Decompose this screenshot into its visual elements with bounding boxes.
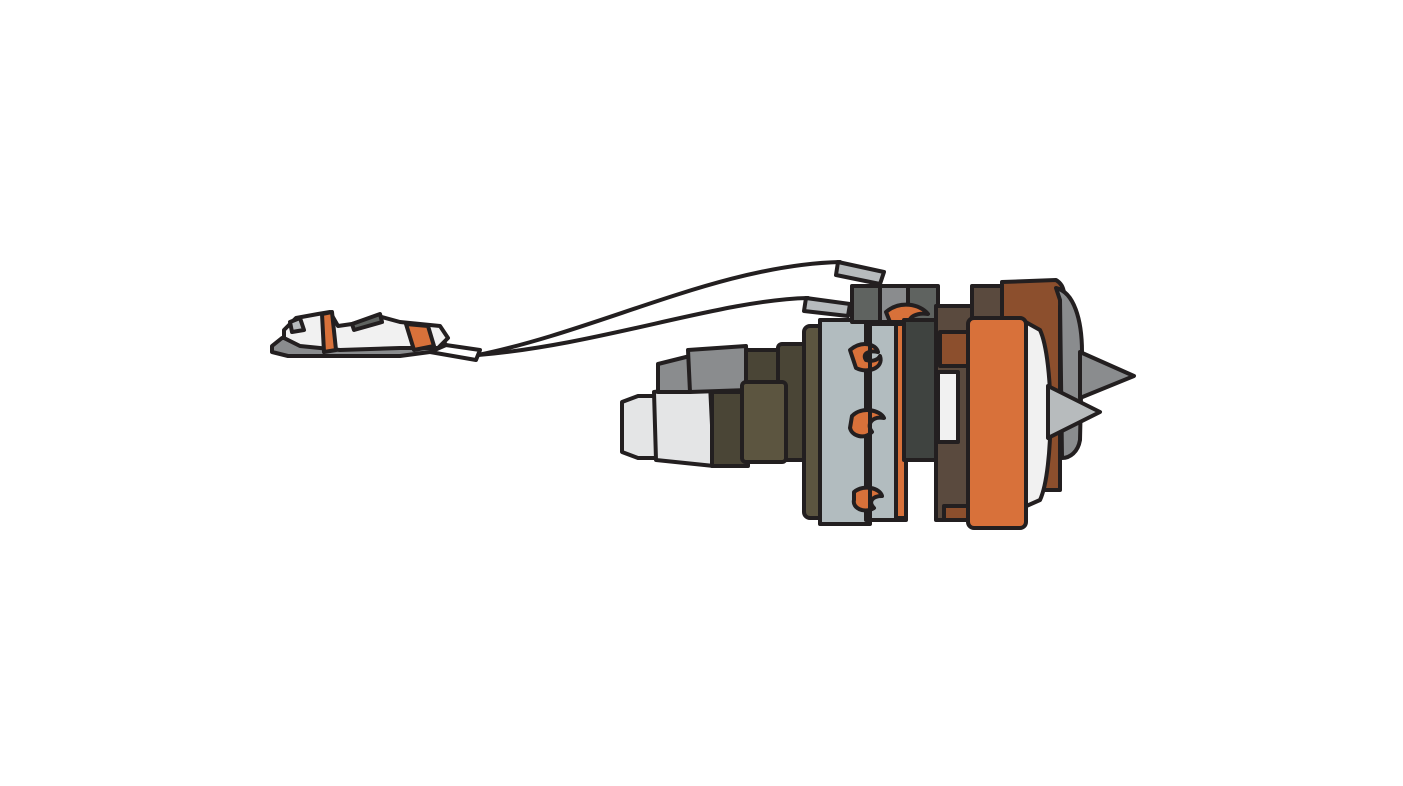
connector-band bbox=[320, 310, 338, 354]
turbine-section bbox=[656, 342, 816, 468]
intake-cone bbox=[1046, 350, 1136, 440]
connector-assembly bbox=[270, 310, 482, 362]
cable-pair bbox=[476, 260, 842, 357]
plug-prong bbox=[288, 316, 306, 334]
plug-tip bbox=[350, 312, 384, 332]
exhaust-nozzle bbox=[620, 382, 716, 468]
compressor-section bbox=[850, 284, 974, 522]
combustor-section bbox=[802, 318, 908, 526]
connector-band-2 bbox=[404, 322, 436, 352]
cable-clips bbox=[802, 260, 886, 318]
